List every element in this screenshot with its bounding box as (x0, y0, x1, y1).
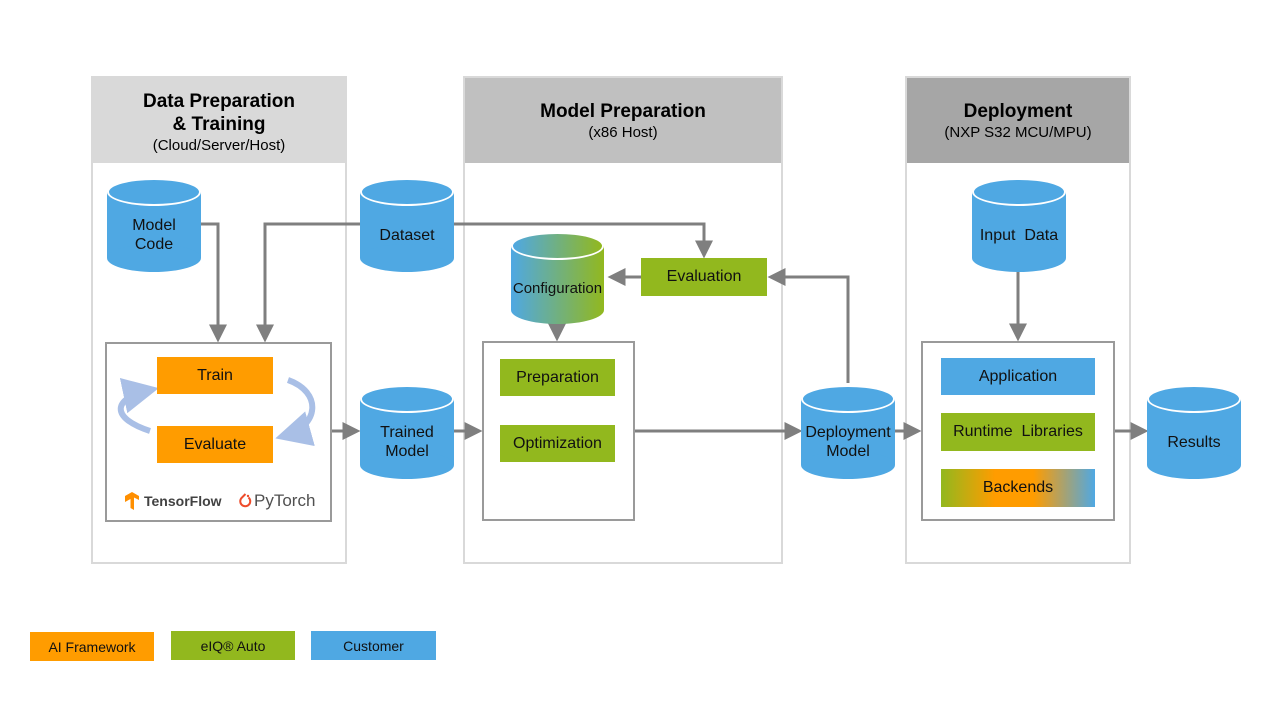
dataset-label: Dataset (379, 226, 435, 244)
dataset-cylinder: Dataset (360, 178, 454, 272)
legend-eiq-auto: eIQ® Auto (171, 631, 295, 660)
results-label: Results (1167, 433, 1221, 451)
input-data-cylinder: Input Data (972, 178, 1066, 272)
panel-title: Data Preparation & Training (142, 91, 296, 135)
panel-header-model-preparation: Model Preparation (x86 Host) (465, 78, 781, 163)
panel-subtitle: (Cloud/Server/Host) (152, 137, 286, 154)
model-code-cylinder: Model Code (107, 178, 201, 272)
panel-subtitle: (x86 Host) (588, 124, 658, 141)
tensorflow-label: TensorFlow (144, 493, 222, 509)
arrow-dataset-to-train (256, 222, 360, 343)
configuration-label: Configuration (512, 279, 603, 297)
model-code-label: Model Code (132, 217, 176, 253)
results-cylinder: Results (1147, 385, 1241, 479)
tensorflow-icon (125, 492, 139, 510)
evaluate-box: Evaluate (157, 426, 273, 463)
cycle-arrow-right (275, 377, 316, 447)
legend-ai-framework: AI Framework (30, 632, 154, 661)
trained-model-label: Trained Model (380, 424, 434, 460)
pytorch-icon (239, 492, 252, 507)
evaluation-box: Evaluation (641, 258, 767, 296)
panel-header-deployment: Deployment (NXP S32 MCU/MPU) (907, 78, 1129, 163)
trained-model-cylinder: Trained Model (360, 385, 454, 479)
panel-subtitle: (NXP S32 MCU/MPU) (944, 124, 1092, 141)
legend-customer: Customer (311, 631, 436, 660)
panel-header-data-preparation: Data Preparation & Training (Cloud/Serve… (93, 78, 345, 163)
panel-title: Model Preparation (540, 101, 706, 122)
pytorch-label: PyTorch (254, 491, 316, 510)
arrow-dataset-to-evaluation (454, 222, 713, 259)
panel-title: Deployment (963, 101, 1073, 122)
runtime-libraries-box: Runtime Libraries (941, 413, 1095, 451)
input-data-label: Input Data (979, 226, 1059, 244)
preparation-box: Preparation (500, 359, 615, 396)
application-box: Application (941, 358, 1095, 395)
arrow-deployment-model-to-evaluation (767, 268, 850, 383)
pytorch-logo: PyTorch (238, 490, 315, 512)
cycle-arrow-left (117, 377, 159, 434)
backends-box: Backends (941, 469, 1095, 507)
arrow-modelcode-to-train (201, 222, 227, 343)
deployment-model-label: Deployment Model (805, 424, 891, 460)
train-box: Train (157, 357, 273, 394)
configuration-cylinder: Configuration (511, 232, 604, 324)
tensorflow-logo: TensorFlow (124, 491, 222, 511)
deployment-model-cylinder: Deployment Model (801, 385, 895, 479)
optimization-box: Optimization (500, 425, 615, 462)
